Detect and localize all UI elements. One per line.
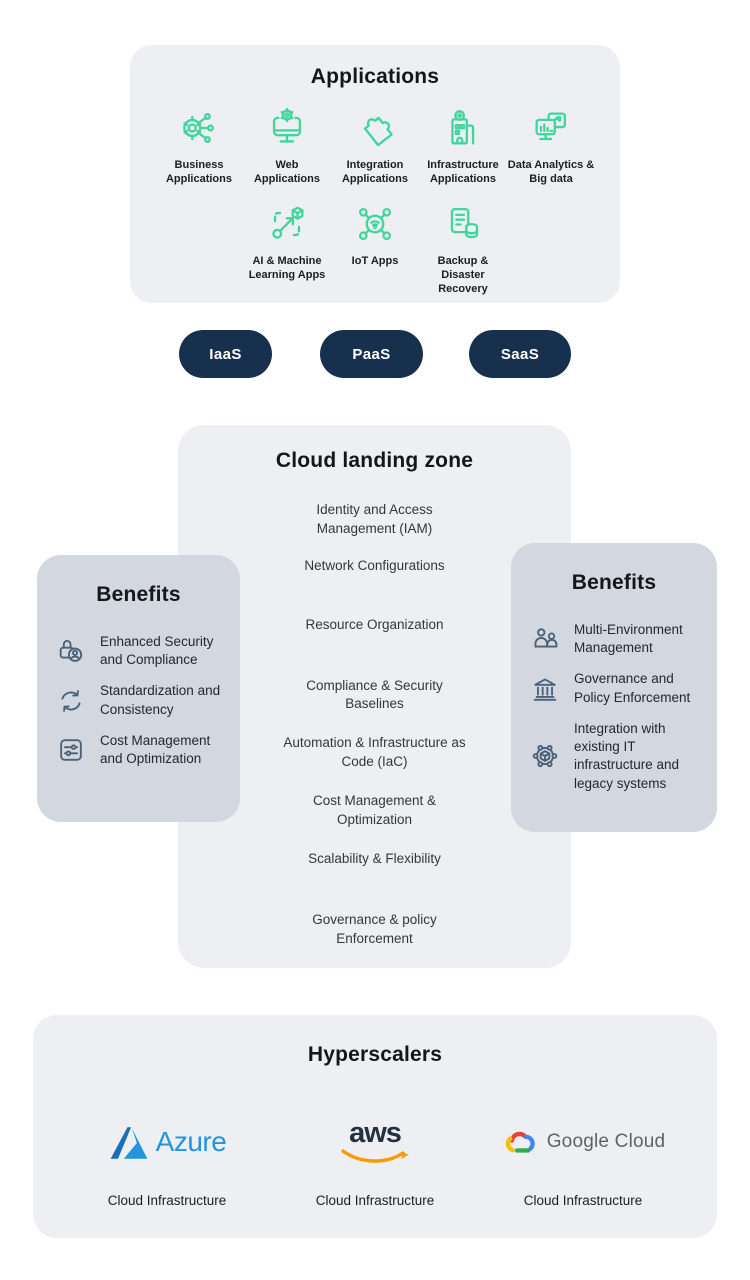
app-label: AI & Machine Learning Apps xyxy=(248,254,326,281)
aws-smile-icon xyxy=(341,1148,409,1163)
applications-row-1: Business Applications Web Applications xyxy=(130,105,620,187)
bank-icon xyxy=(533,678,557,701)
app-label: Infrastructure Applications xyxy=(427,159,499,186)
benefit-item-cost: Cost Management and Optimization xyxy=(37,732,240,768)
provider-caption: Cloud Infrastructure xyxy=(107,1193,227,1208)
applications-title: Applications xyxy=(310,65,440,88)
landing-zone-item: Scalability & Flexibility xyxy=(308,850,441,866)
landing-zone-item: Resource Organization xyxy=(305,616,444,632)
sliders-icon xyxy=(60,739,82,761)
hyperscalers-row: Azure Cloud Infrastructure aws Cloud Inf… xyxy=(33,1111,717,1208)
google-cloud-wordmark: Google Cloud xyxy=(546,1131,666,1152)
aws-wordmark: aws xyxy=(349,1116,402,1149)
hyperscalers-panel: Hyperscalers Azure Cloud Infrastructure … xyxy=(33,1015,717,1238)
analytics-monitor-icon xyxy=(535,112,567,141)
app-item-ai-ml: AI & Machine Learning Apps xyxy=(243,201,331,297)
google-cloud-mark-icon xyxy=(505,1131,535,1153)
landing-zone-item: Compliance & Security Baselines xyxy=(306,677,443,712)
app-item-iot: IoT Apps xyxy=(331,201,419,297)
pill-paas: PaaS xyxy=(320,330,423,378)
azure-logo: Azure xyxy=(108,1111,227,1173)
pill-label: SaaS xyxy=(500,345,540,363)
applications-row-2: AI & Machine Learning Apps IoT Apps xyxy=(130,201,620,297)
aws-logo: aws xyxy=(337,1111,413,1173)
app-item-integration: Integration Applications xyxy=(331,105,419,187)
backup-database-icon xyxy=(450,207,479,238)
google-cloud-logo: Google Cloud xyxy=(501,1111,666,1173)
landing-zone-item: Identity and Access Management (IAM) xyxy=(316,502,433,536)
landing-zone-item: Network Configurations xyxy=(304,557,445,573)
pill-label: PaaS xyxy=(352,345,391,363)
app-label: Backup & Disaster Recovery xyxy=(437,254,489,296)
ai-cube-arrow-icon xyxy=(272,206,304,239)
landing-zone-item: Cost Management & Optimization xyxy=(312,793,437,828)
benefit-label: Multi-Environment Management xyxy=(574,622,683,656)
benefit-item-standardization: Standardization and Consistency xyxy=(37,682,240,718)
refresh-icon xyxy=(61,689,81,712)
pill-saas: SaaS xyxy=(469,330,571,378)
benefit-label: Enhanced Security and Compliance xyxy=(100,634,214,668)
azure-wordmark: Azure xyxy=(155,1126,227,1157)
app-item-backup: Backup & Disaster Recovery xyxy=(419,201,507,297)
benefit-item-integration: Integration with existing IT infrastruct… xyxy=(511,720,717,793)
landing-zone-item: Automation & Infrastructure as Code (IaC… xyxy=(283,735,466,770)
benefit-label: Integration with existing IT infrastruct… xyxy=(574,720,680,791)
people-group-icon xyxy=(534,628,558,648)
benefits-right-panel: Benefits Multi-Environment Management Go… xyxy=(511,543,717,832)
app-label: Web Applications xyxy=(253,159,320,186)
benefit-item-governance: Governance and Policy Enforcement xyxy=(511,670,717,706)
benefits-left-title: Benefits xyxy=(96,583,181,606)
landing-zone-list: Identity and Access Management (IAM) Net… xyxy=(178,501,571,949)
lock-user-icon xyxy=(59,640,83,663)
provider-aws: aws Cloud Infrastructure xyxy=(275,1111,475,1208)
benefit-label: Standardization and Consistency xyxy=(100,683,221,717)
app-item-analytics: Data Analytics & Big data xyxy=(507,105,595,187)
app-item-web: Web Applications xyxy=(243,105,331,187)
benefit-label: Governance and Policy Enforcement xyxy=(574,671,691,705)
provider-google-cloud: Google Cloud Cloud Infrastructure xyxy=(483,1111,683,1208)
app-label: Integration Applications xyxy=(341,159,408,186)
pill-label: IaaS xyxy=(209,345,242,363)
hyperscalers-title: Hyperscalers xyxy=(307,1043,443,1066)
benefits-left-panel: Benefits Enhanced Security and Complianc… xyxy=(37,555,240,822)
provider-azure: Azure Cloud Infrastructure xyxy=(67,1111,267,1208)
benefits-right-title: Benefits xyxy=(571,571,657,594)
app-item-infrastructure: Infrastructure Applications xyxy=(419,105,507,187)
app-item-business: Business Applications xyxy=(155,105,243,187)
pill-iaas: IaaS xyxy=(179,330,272,378)
provider-caption: Cloud Infrastructure xyxy=(523,1193,643,1208)
azure-mark-icon xyxy=(110,1127,148,1159)
app-label: IoT Apps xyxy=(351,254,399,267)
gear-cube-icon xyxy=(532,745,558,768)
provider-caption: Cloud Infrastructure xyxy=(315,1193,435,1208)
iot-network-icon xyxy=(358,207,392,240)
landing-zone-title: Cloud landing zone xyxy=(275,449,474,472)
benefit-item-multi-env: Multi-Environment Management xyxy=(511,621,717,657)
gear-circuit-icon xyxy=(183,113,214,143)
applications-panel: Applications Business Applications xyxy=(130,45,620,303)
landing-zone-item: Governance & policy Enforcement xyxy=(312,911,437,946)
cloud-landing-zone-panel: Cloud landing zone Identity and Access M… xyxy=(178,425,571,968)
benefit-item-security: Enhanced Security and Compliance xyxy=(37,633,240,669)
monitor-gear-icon xyxy=(272,107,302,143)
building-icon xyxy=(451,110,475,145)
app-label: Business Applications xyxy=(165,159,232,186)
app-label: Data Analytics & Big data xyxy=(507,159,595,186)
puzzle-icon xyxy=(363,116,393,147)
benefit-label: Cost Management and Optimization xyxy=(100,732,211,767)
